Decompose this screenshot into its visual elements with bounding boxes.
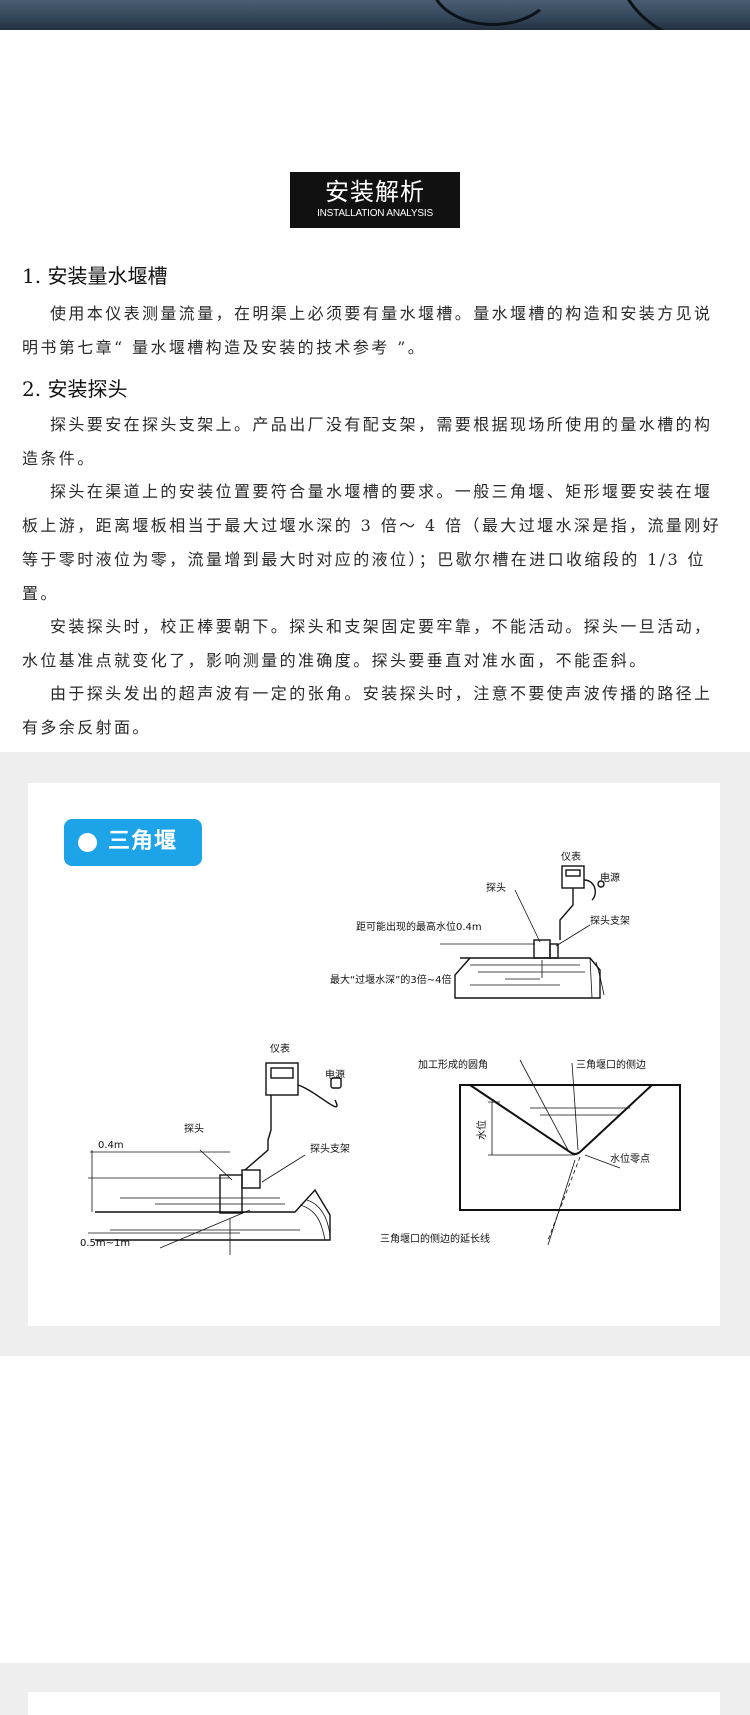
paragraph-probe-reflection: 由于探头发出的超声波有一定的张角。安装探头时，注意不要使声波传播的路径上有多余反…	[22, 684, 713, 737]
left-meter-cable	[244, 1095, 272, 1171]
right-label-notch-side: 三角堰口的侧边	[576, 1058, 646, 1071]
right-label-water-level: 水位	[475, 1120, 488, 1140]
left-label-power: 电源	[325, 1068, 345, 1081]
top-meter-cable	[559, 888, 574, 940]
right-weir-plate	[459, 1084, 681, 1211]
triangle-weir-badge-label: 三角堰	[108, 829, 178, 854]
top-power-plug	[597, 880, 605, 888]
top-installation-diagram	[440, 865, 605, 999]
section-title-box: 安装解析 INSTALLATION ANALYSIS	[290, 172, 460, 228]
top-probe-bracket	[549, 943, 559, 959]
left-probe-bracket	[241, 1169, 261, 1189]
paragraph-probe-fixing: 安装探头时，校正棒要朝下。探头和支架固定要牢靠，不能活动。探头一旦活动，水位基准…	[22, 617, 713, 670]
right-label-round-corner: 加工形成的圆角	[418, 1058, 488, 1071]
left-label-bracket: 探头支架	[310, 1142, 350, 1155]
right-label-extension: 三角堰口的侧边的延长线	[380, 1232, 490, 1245]
top-power-cable	[583, 879, 596, 901]
figure-card	[28, 783, 720, 1326]
triangle-weir-badge: 三角堰	[64, 819, 202, 866]
heading-install-weir: 1. 安装量水堰槽	[22, 264, 168, 288]
top-meter-box	[561, 865, 585, 889]
left-label-probe: 探头	[184, 1122, 204, 1135]
top-label-probe: 探头	[486, 881, 506, 894]
right-notch-diagram	[459, 1059, 681, 1246]
right-water-lines	[530, 1107, 630, 1116]
left-label-meter: 仪表	[270, 1042, 290, 1055]
paragraph-probe-bracket: 探头要安在探头支架上。产品出厂没有配支架，需要根据现场所使用的量水槽的构造条件。	[22, 415, 713, 468]
header-banner-image	[0, 0, 750, 30]
top-label-max-level: 距可能出现的最高水位0.4m	[356, 920, 482, 933]
paragraph-weir: 使用本仪表测量流量，在明渠上必须要有量水堰槽。量水堰槽的构造和安装方见说明书第七…	[22, 304, 713, 357]
left-power-cable	[297, 1084, 338, 1108]
top-channel	[454, 957, 601, 999]
top-meter-display	[565, 869, 581, 877]
left-installation-diagram	[88, 1062, 342, 1255]
top-probe	[533, 939, 551, 959]
paragraph-probe-position: 探头在渠道上的安装位置要符合量水堰槽的要求。一般三角堰、矩形堰要安装在堰板上游，…	[22, 482, 722, 603]
left-power-plug	[330, 1077, 342, 1089]
left-label-height: 0.4m	[98, 1140, 124, 1151]
heading-install-probe: 2. 安装探头	[22, 377, 128, 401]
bullet-dot-icon	[78, 833, 97, 852]
left-probe	[219, 1174, 243, 1214]
top-label-bracket: 探头支架	[590, 914, 630, 927]
top-label-max-depth: 最大“过堰水深”的3倍~4倍	[330, 973, 451, 986]
next-section-card	[28, 1692, 720, 1715]
top-water-lines	[470, 964, 585, 986]
top-label-power: 电源	[600, 871, 620, 884]
top-label-meter: 仪表	[561, 850, 581, 863]
left-water-lines	[110, 1197, 300, 1231]
left-meter-display	[270, 1067, 294, 1079]
right-label-zero-point: 水位零点	[610, 1152, 650, 1165]
section-title-cn: 安装解析	[325, 178, 425, 206]
right-v-notch	[469, 1084, 653, 1155]
left-meter-box	[265, 1062, 299, 1096]
left-channel	[95, 1188, 331, 1241]
left-label-distance: 0.5m~1m	[80, 1238, 130, 1249]
section-title-en: INSTALLATION ANALYSIS	[317, 208, 433, 219]
